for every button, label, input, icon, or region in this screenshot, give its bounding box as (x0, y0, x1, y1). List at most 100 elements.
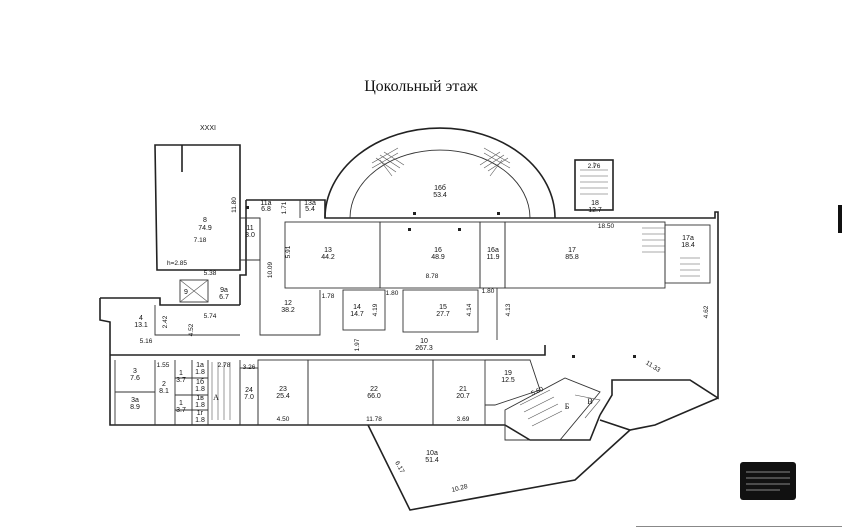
stamp (740, 462, 796, 500)
rotunda-stair-right (483, 147, 511, 177)
room-11-number: 11 (246, 225, 253, 232)
room-19-outline (485, 359, 541, 406)
room-10-area: 267.3 (415, 345, 433, 352)
room-3a-number: 3a (131, 397, 139, 404)
room-1-number: 1 (179, 370, 183, 377)
room-11a-number: 11a (260, 200, 271, 207)
dimension-label: 4.50 (277, 416, 290, 423)
marker (497, 212, 500, 215)
marker (572, 355, 575, 358)
room-1v-area: 1.8 (195, 402, 205, 409)
dimension-label: 1.97 (354, 338, 361, 351)
room-16b-area: 53.4 (433, 192, 447, 199)
marker (458, 228, 461, 231)
room-16-area: 48.9 (431, 254, 445, 261)
room-10-number: 10 (420, 338, 428, 345)
room-8-outline (154, 144, 241, 271)
room-15-number: 15 (439, 304, 447, 311)
lift-shaft (179, 279, 209, 303)
stair-treads (574, 394, 601, 419)
room-1-lower-area: 3.7 (176, 407, 186, 414)
room-10a-area: 51.4 (425, 457, 439, 464)
marker (408, 228, 411, 231)
stair-treads (519, 389, 563, 427)
room-14-number: 14 (353, 304, 361, 311)
room-19-area: 12.5 (501, 377, 515, 384)
room-1a-number: 1a (196, 362, 204, 369)
room-17a-number: 17a (682, 235, 694, 242)
wall-segment (115, 377, 208, 411)
dimension-label: 5.60 (530, 386, 545, 398)
room-4-area: 13.1 (134, 322, 148, 329)
room-3a-area: 8.9 (130, 404, 140, 411)
marker (246, 206, 249, 209)
dimension-label: 10.09 (267, 261, 274, 278)
room-11-outline (240, 217, 261, 261)
stair-treads (211, 362, 231, 420)
room-14-outline (342, 289, 386, 331)
room-21-number: 21 (459, 386, 467, 393)
room-1-area: 3.7 (176, 377, 186, 384)
room-1b-area: 1.8 (195, 386, 205, 393)
room-12-number: 12 (284, 300, 292, 307)
wall-segment (110, 345, 546, 356)
stair-label-b: Б (565, 402, 570, 411)
room-9a-area: 6.7 (219, 294, 229, 301)
wall-segment (599, 397, 719, 431)
room-21-outline (432, 359, 486, 426)
room-12-outline (259, 218, 321, 336)
room-17a-area: 18.4 (681, 242, 695, 249)
room-17-area: 85.8 (565, 254, 579, 261)
room-1a-area: 1.8 (195, 369, 205, 376)
dimension-label: 11.80 (231, 197, 238, 213)
dimension-label: 5.16 (140, 338, 153, 345)
room-24-number: 24 (245, 387, 253, 394)
room-1v-number: 1в (196, 395, 204, 402)
dimension-label: 11.78 (366, 416, 382, 423)
room-23-number: 23 (279, 386, 287, 393)
room-4-number: 4 (139, 315, 143, 322)
room-labels: XXXI 8 74.9 7.18 h=2.85 11.80 5.38 9 9a … (130, 125, 710, 494)
wall-segment (239, 200, 247, 305)
stair-treads (375, 151, 405, 173)
dimension-label: 4.13 (505, 303, 512, 316)
dimension-label: 2.76 (588, 163, 601, 170)
axis-label: XXXI (200, 125, 216, 132)
dimension-label: 4.62 (703, 305, 710, 318)
room-10a-outline (367, 424, 631, 511)
room-21-area: 20.7 (456, 393, 470, 400)
room-16a-area: 11.9 (486, 254, 499, 261)
lift-cross (179, 279, 209, 303)
stamp-block (740, 462, 796, 500)
room-8-height: h=2.85 (167, 260, 187, 267)
wall-segment (246, 199, 719, 330)
room-1g-number: 1г (197, 410, 204, 417)
rotunda-outer-arc (324, 127, 556, 219)
room-8-dimension: 7.18 (194, 237, 207, 244)
room-9-number: 9 (184, 289, 188, 296)
room-13a-area: 5.4 (305, 206, 315, 213)
room-2-area: 8.1 (159, 388, 169, 395)
stair-tower-outline (574, 159, 614, 211)
dimension-label: 4.52 (188, 323, 195, 336)
stair-treads (680, 257, 700, 277)
room-10a-number: 10a (426, 450, 438, 457)
dimension-label: 1.55 (157, 362, 170, 369)
room-16a-number: 16a (487, 247, 499, 254)
stair-treads (580, 169, 608, 195)
dimension-label: 10.28 (451, 483, 469, 494)
wall-segment (504, 414, 601, 441)
stair-block (504, 377, 601, 441)
dimension-label: 1.71 (281, 201, 288, 214)
room-24-area: 7.0 (244, 394, 254, 401)
room-16b-number: 16б (434, 184, 446, 192)
room-17a-outline (664, 224, 711, 284)
dimension-label: 4.19 (372, 303, 379, 316)
room-17-number: 17 (568, 247, 576, 254)
wall-segment (100, 297, 240, 306)
outer-walls (99, 144, 719, 511)
room-18-number: 18 (591, 200, 599, 207)
wall-segment (599, 330, 719, 416)
room-1b-number: 1б (196, 378, 204, 386)
rotunda-stair-left (371, 147, 399, 177)
